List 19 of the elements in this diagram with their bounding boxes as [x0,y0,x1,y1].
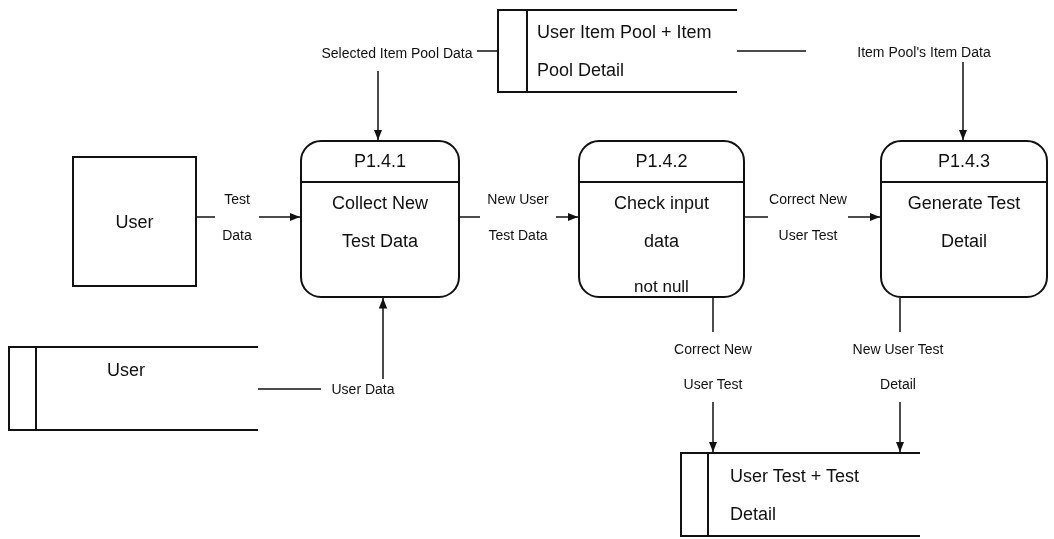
process-id: P1.4.3 [936,150,991,173]
data-store [680,452,920,537]
data-store [497,9,737,93]
process-name: Generate Test Detail [906,192,1022,253]
data-store-name: User Test + Test Detail [730,464,860,526]
process-box [880,140,1048,298]
process-name: Collect New Test Data [331,192,429,253]
process-note: not null [633,276,690,298]
edge-label: Correct New User Test [673,332,753,402]
entity-name: User [114,210,155,234]
data-store-name: User Item Pool + Item Pool Detail [537,21,713,82]
process-id: P1.4.1 [352,150,407,173]
data-store-name: User [106,358,146,382]
process-box [300,140,460,298]
data-store [8,346,258,431]
process-box [578,140,745,298]
external-entity-box [72,156,197,287]
process-name: Check input data [612,192,711,253]
process-id: P1.4.2 [634,150,689,173]
